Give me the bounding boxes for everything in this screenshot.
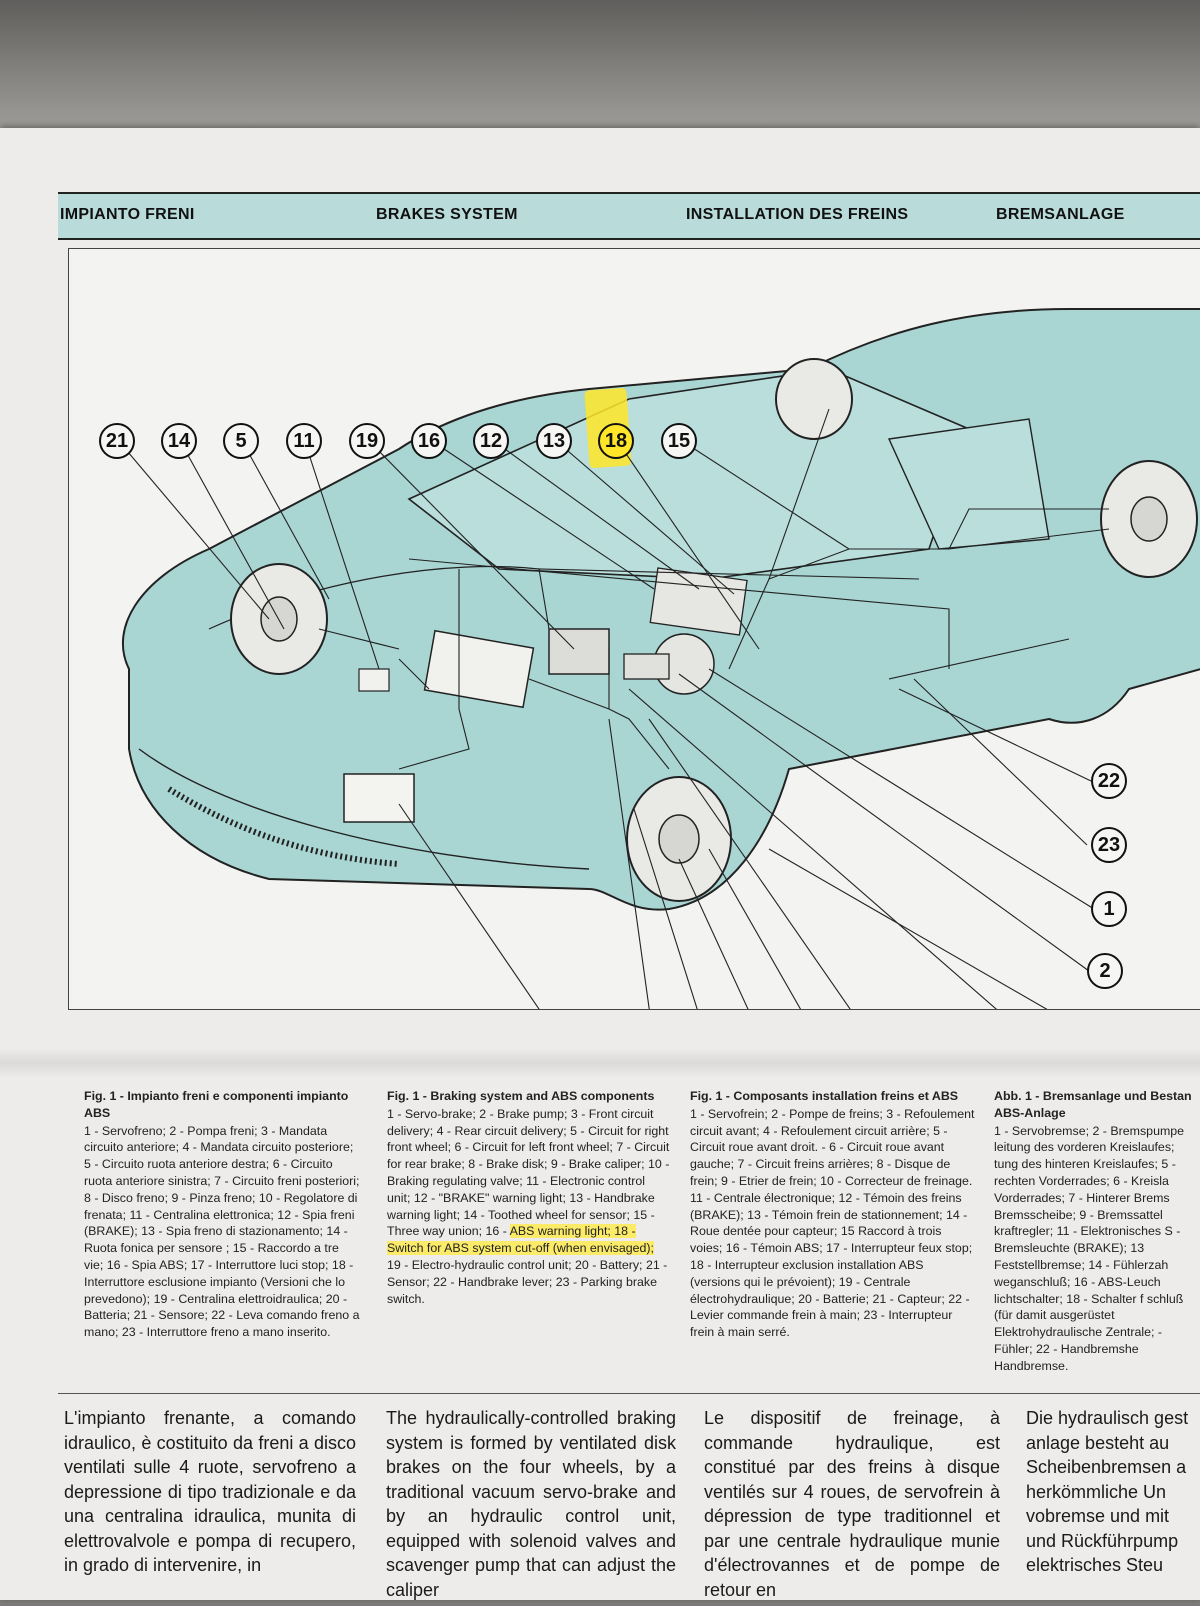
svg-text:1: 1 — [1103, 898, 1114, 920]
front-right-hub — [658, 814, 700, 864]
caption-text-en-1: 1 - Servo-brake; 2 - Brake pump; 3 - Fro… — [387, 1106, 670, 1239]
caption-english: Fig. 1 - Braking system and ABS componen… — [387, 1088, 671, 1307]
callout-23: 23 — [1091, 827, 1127, 863]
svg-text:16: 16 — [418, 430, 440, 452]
caption-text-en-2: 19 - Electro-hydraulic control unit; 20 … — [387, 1257, 668, 1306]
body-text-english: The hydraulically-controlled braking sys… — [386, 1408, 676, 1600]
caption-title-fr: Fig. 1 - Composants installation freins … — [690, 1089, 959, 1103]
svg-text:21: 21 — [106, 430, 128, 452]
header-title-fr: INSTALLATION DES FREINS — [686, 206, 909, 223]
section-divider — [58, 1393, 1200, 1394]
callout-15: 15 — [661, 423, 697, 459]
body-text-german: Die hydraulisch gest anlage besteht au S… — [1026, 1408, 1189, 1575]
svg-text:13: 13 — [543, 430, 565, 452]
wiring — [398, 558, 1070, 770]
caption-german: Abb. 1 - Bremsanlage und Bestan ABS-Anla… — [994, 1088, 1200, 1375]
callout-13: 13 — [536, 423, 572, 459]
page-fold-shade — [0, 1048, 1200, 1078]
callout-18: 18 — [598, 423, 634, 459]
header-title-de: BREMSANLAGE — [996, 206, 1125, 223]
body-text-french: Le dispositif de freinage, à commande hy… — [704, 1408, 1000, 1600]
caption-italian: Fig. 1 - Impianto freni e componenti imp… — [84, 1088, 360, 1341]
callout-1: 1 — [1091, 891, 1127, 927]
svg-text:18: 18 — [605, 430, 627, 452]
brake-system-figure: 21 14 5 11 19 16 12 13 18 15 22 23 1 2 1… — [68, 248, 1200, 1010]
callout-22: 22 — [1091, 763, 1127, 799]
abs-control-unit — [423, 629, 535, 709]
callout-16: 16 — [411, 423, 447, 459]
car-illustration: 21 14 5 11 19 16 12 13 18 15 22 23 1 2 1… — [99, 308, 1200, 1009]
caption-title-de: Abb. 1 - Bremsanlage und Bestan ABS-Anla… — [994, 1089, 1192, 1120]
background-surface — [0, 0, 1200, 140]
car-side-window — [887, 418, 1050, 550]
manual-page: IMPIANTO FRENI BRAKES SYSTEM INSTALLATIO… — [0, 128, 1200, 1600]
caption-text-it: 1 - Servofreno; 2 - Pompa freni; 3 - Man… — [84, 1123, 360, 1340]
header-title-it: IMPIANTO FRENI — [60, 206, 195, 223]
callout-21: 21 — [99, 423, 135, 459]
callout-2: 2 — [1087, 953, 1123, 989]
car-bumper — [138, 748, 590, 870]
caption-text-fr: 1 - Servofrein; 2 - Pompe de freins; 3 -… — [690, 1106, 975, 1340]
svg-text:23: 23 — [1098, 834, 1120, 856]
svg-text:14: 14 — [168, 430, 191, 452]
caption-text-de: 1 - Servobremse; 2 - Bremspumpe leitung … — [994, 1123, 1185, 1373]
brake-lines — [318, 408, 1110, 770]
svg-text:12: 12 — [480, 430, 502, 452]
rear-right-hub — [1130, 496, 1168, 542]
brake-pump — [623, 653, 670, 680]
callout-14: 14 — [161, 423, 197, 459]
svg-text:22: 22 — [1098, 770, 1120, 792]
caption-title-it: Fig. 1 - Impianto freni e componenti imp… — [84, 1089, 349, 1120]
svg-text:15: 15 — [668, 430, 690, 452]
leader-lines — [116, 438, 1095, 1009]
svg-text:11: 11 — [293, 430, 314, 452]
svg-text:19: 19 — [356, 430, 378, 452]
callout-11: 11 — [286, 423, 322, 459]
svg-text:5: 5 — [235, 430, 246, 452]
body-text-italian: L'impianto frenante, a comando idraulico… — [64, 1408, 356, 1575]
car-grille — [167, 786, 400, 867]
rear-left-wheel — [775, 358, 853, 440]
section-header: IMPIANTO FRENI BRAKES SYSTEM INSTALLATIO… — [58, 192, 1200, 240]
electronic-module — [358, 668, 390, 692]
car-windshield — [407, 368, 970, 580]
dashboard-gauges — [649, 567, 748, 636]
hydraulic-unit — [548, 628, 610, 675]
callout-19: 19 — [349, 423, 385, 459]
svg-text:2: 2 — [1099, 960, 1110, 982]
battery — [343, 773, 415, 823]
caption-french: Fig. 1 - Composants installation freins … — [690, 1088, 976, 1341]
callout-12: 12 — [473, 423, 509, 459]
callout-5: 5 — [223, 423, 259, 459]
header-title-en: BRAKES SYSTEM — [376, 206, 518, 223]
caption-title-en: Fig. 1 - Braking system and ABS componen… — [387, 1089, 655, 1103]
